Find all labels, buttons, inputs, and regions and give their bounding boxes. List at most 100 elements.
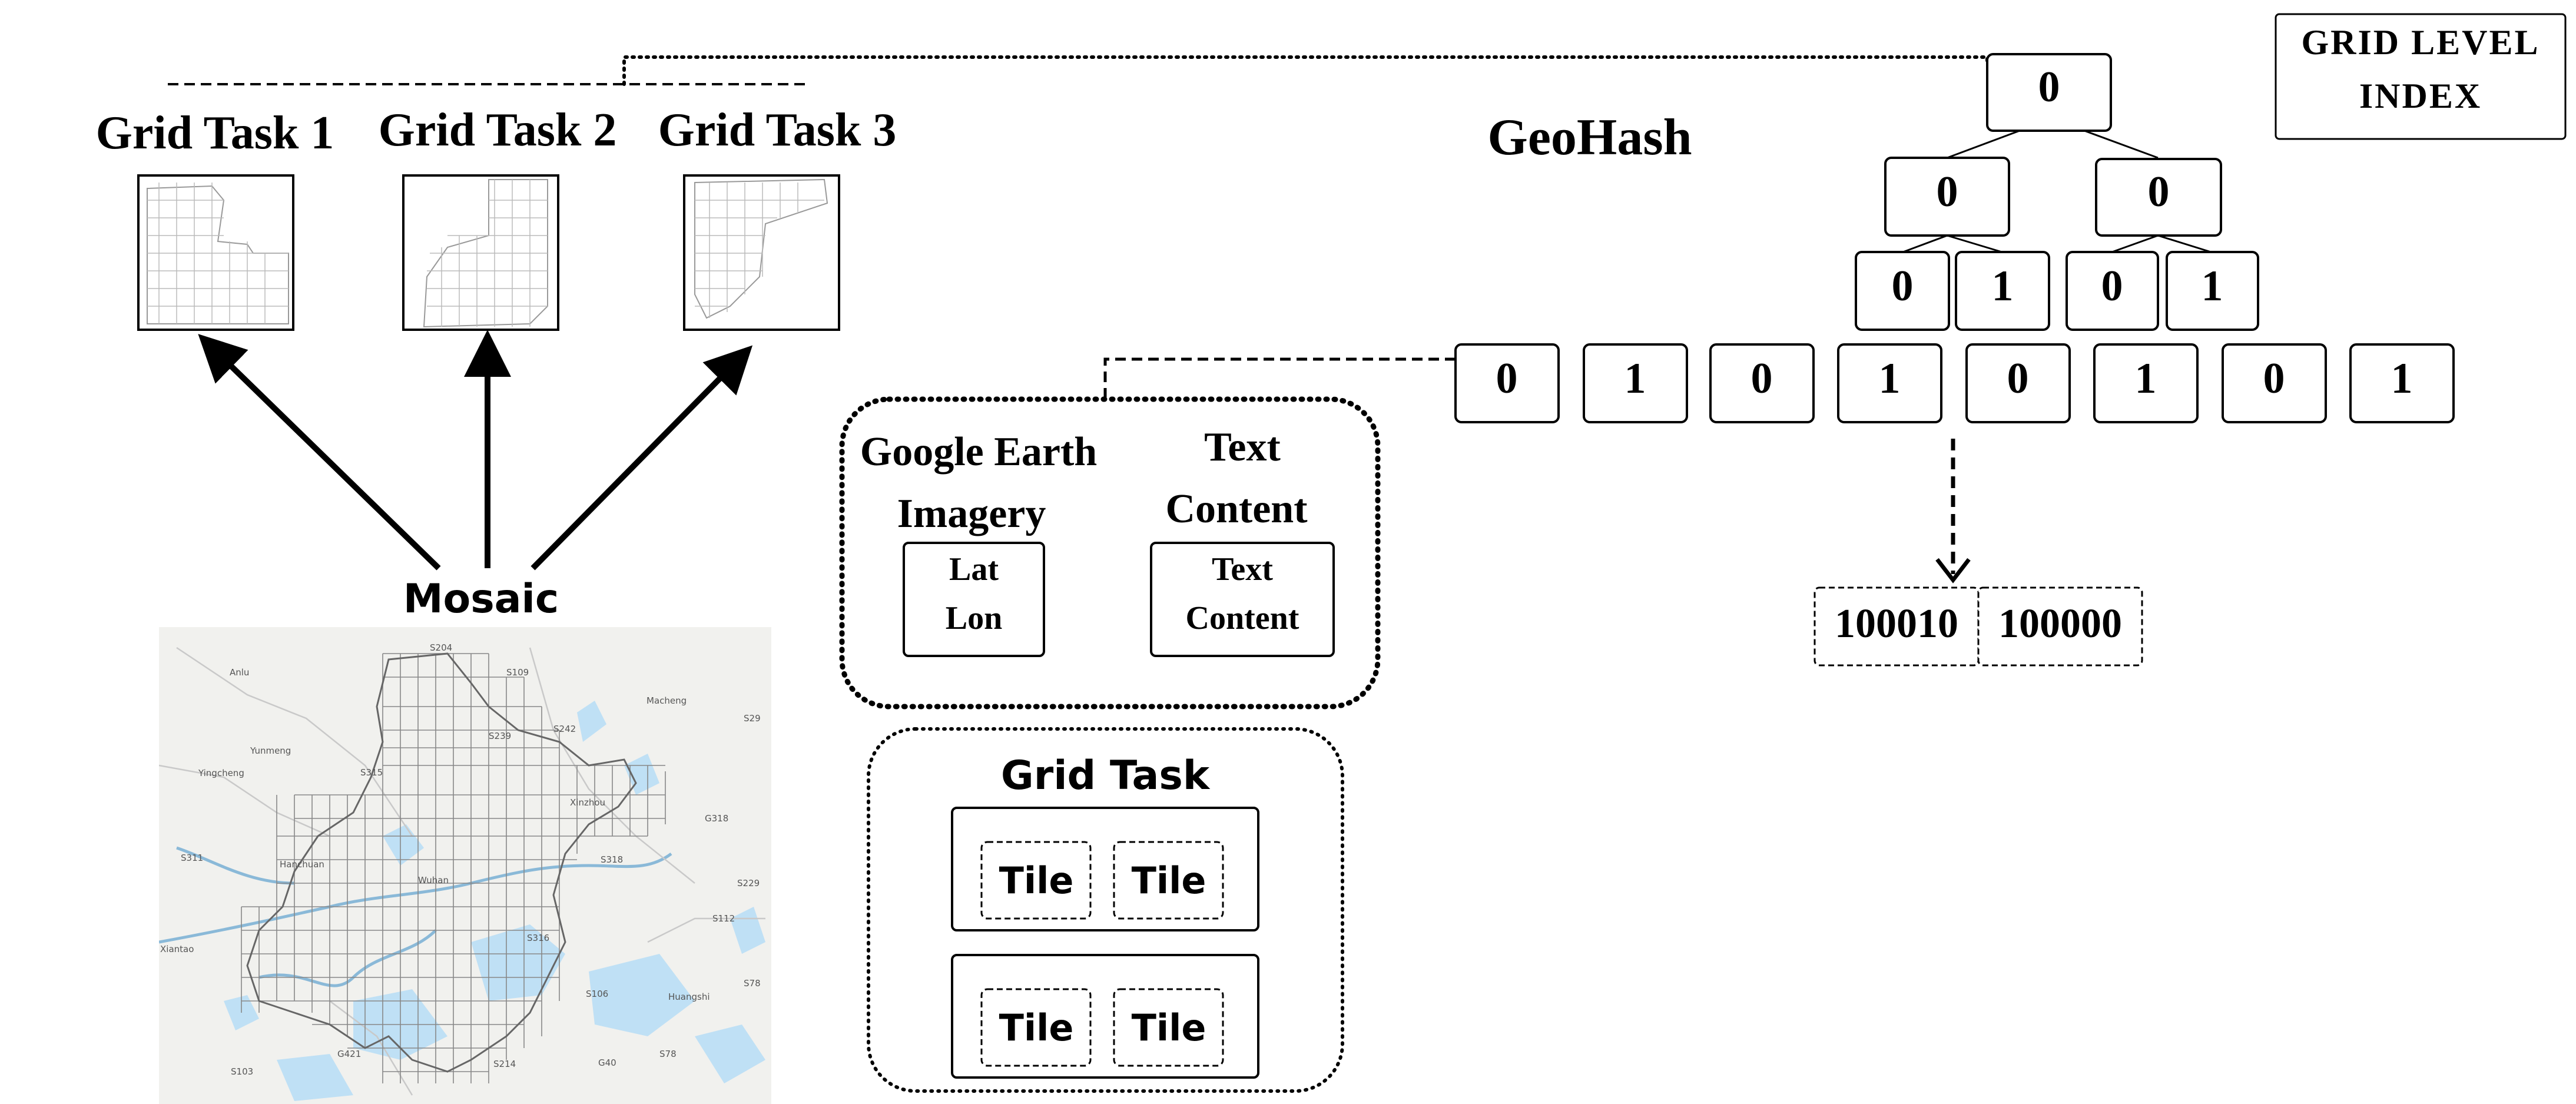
svg-text:1: 1: [2135, 354, 2157, 403]
svg-text:S78: S78: [744, 978, 761, 989]
svg-text:Huangshi: Huangshi: [668, 992, 710, 1002]
svg-text:Tile: Tile: [1132, 1006, 1206, 1049]
grid-level-index-box: GRID LEVEL INDEX: [2275, 13, 2567, 140]
svg-text:Tile: Tile: [1132, 859, 1206, 902]
grid-task-3-thumbnail: [683, 174, 840, 331]
geohash-bit-cell: 1: [1583, 343, 1688, 423]
text-content-inner-line1: Text: [1212, 551, 1273, 588]
svg-text:S318: S318: [601, 854, 623, 865]
grid-task-1-thumbnail: [137, 174, 294, 331]
svg-text:S242: S242: [553, 724, 576, 734]
mosaic-place-labels: Anlu Macheng Yunmeng Yingcheng Xinzhou H…: [160, 642, 761, 1077]
svg-text:Yingcheng: Yingcheng: [198, 768, 244, 778]
tile: Tile: [980, 988, 1092, 1067]
geohash-level2-node: 0: [1855, 251, 1950, 331]
geohash-code-box: 100000: [1977, 586, 2143, 667]
geohash-bit-cell: 1: [2093, 343, 2199, 423]
svg-text:Tile: Tile: [999, 859, 1074, 902]
svg-text:0: 0: [1892, 262, 1914, 310]
geohash-root-node: 0: [1986, 53, 2112, 132]
svg-text:0: 0: [2007, 354, 2029, 403]
svg-text:1: 1: [1879, 354, 1901, 403]
grid-task-2-label: Grid Task 2: [379, 104, 617, 156]
geohash-bit-cell: 0: [1454, 343, 1560, 423]
svg-text:0: 0: [1751, 354, 1773, 403]
geohash-bit-cell: 1: [1837, 343, 1942, 423]
svg-text:Hanchuan: Hanchuan: [280, 859, 324, 870]
mosaic-map: Anlu Macheng Yunmeng Yingcheng Xinzhou H…: [159, 627, 771, 1104]
geohash-level2-node: 0: [2066, 251, 2159, 331]
text-content-title-line1: Text: [1204, 425, 1281, 470]
grid-task-1-label: Grid Task 1: [96, 107, 334, 159]
svg-text:0: 0: [1937, 168, 1958, 216]
svg-text:1: 1: [1624, 354, 1646, 403]
svg-text:S239: S239: [489, 731, 511, 741]
svg-text:Macheng: Macheng: [647, 695, 687, 706]
svg-text:0: 0: [2148, 168, 2170, 216]
text-content-box: Text Content: [1150, 542, 1335, 657]
text-content-inner-line2: Content: [1186, 600, 1299, 636]
grid-task-box: Grid Task Tile Tile Tile Tile: [867, 727, 1344, 1093]
geohash-bit-cell: 1: [2349, 343, 2455, 423]
svg-text:0: 0: [2263, 354, 2285, 403]
bits-to-code-arrowhead: [1935, 558, 1971, 584]
svg-text:S78: S78: [659, 1049, 677, 1059]
grid-task-2-thumbnail: [402, 174, 559, 331]
svg-text:S315: S315: [360, 767, 383, 778]
geohash-level2-node: 1: [1955, 251, 2050, 331]
imagery-title-line2: Imagery: [897, 491, 1046, 536]
geohash-bit-cell: 0: [1965, 343, 2071, 423]
svg-text:100010: 100010: [1835, 601, 1958, 647]
svg-text:G318: G318: [705, 813, 728, 824]
geohash-bit-row: 0 1 0 1 0 1 0 1: [1454, 343, 2455, 423]
svg-text:S103: S103: [231, 1066, 253, 1077]
svg-text:G40: G40: [598, 1057, 616, 1068]
svg-text:S229: S229: [737, 878, 760, 888]
geohash-title: GeoHash: [1487, 109, 1692, 166]
grid-task-3-label: Grid Task 3: [658, 104, 897, 156]
svg-text:Anlu: Anlu: [230, 667, 249, 678]
svg-text:Yunmeng: Yunmeng: [250, 745, 291, 756]
svg-text:S109: S109: [506, 667, 529, 678]
svg-text:S214: S214: [493, 1059, 516, 1069]
lon-label: Lon: [946, 600, 1003, 636]
svg-text:100000: 100000: [1998, 601, 2122, 647]
text-content-title-line2: Content: [1165, 486, 1307, 532]
imagery-title-line1: Google Earth: [860, 429, 1097, 475]
geohash-level2-node: 1: [2166, 251, 2259, 331]
tile: Tile: [980, 841, 1092, 920]
svg-text:S112: S112: [712, 913, 735, 924]
bits-to-info-connector: [1103, 357, 1456, 399]
geohash-connector-dotted: [622, 55, 1989, 86]
lat-lon-box: Lat Lon: [903, 542, 1045, 657]
svg-text:S316: S316: [527, 933, 549, 943]
mosaic-title: Mosaic: [403, 576, 559, 622]
geohash-level1-node: 0: [1884, 157, 2010, 237]
svg-text:Xiantao: Xiantao: [160, 944, 194, 954]
info-box: Google Earth Imagery Text Content Lat Lo…: [839, 396, 1381, 710]
svg-text:S106: S106: [586, 989, 608, 999]
svg-text:1: 1: [2202, 262, 2223, 310]
svg-text:1: 1: [2391, 354, 2413, 403]
lat-label: Lat: [949, 551, 999, 588]
geohash-bit-cell: 0: [2222, 343, 2327, 423]
geohash-tree-edges: [1902, 130, 2212, 253]
tile-row: Tile Tile: [951, 807, 1259, 931]
svg-text:Wuhan: Wuhan: [418, 875, 449, 886]
svg-text:Xinzhou: Xinzhou: [570, 797, 605, 808]
svg-text:S311: S311: [181, 853, 203, 863]
mosaic-grid: [241, 653, 666, 1083]
svg-text:0: 0: [2038, 63, 2060, 111]
svg-text:Tile: Tile: [999, 1006, 1074, 1049]
grid-level-index-line1: GRID LEVEL: [2301, 23, 2539, 62]
svg-text:0: 0: [1496, 354, 1518, 403]
arrow-to-grid-task-1: [198, 334, 441, 571]
geohash-code-box: 100010: [1814, 586, 1980, 667]
tile: Tile: [1113, 988, 1224, 1067]
geohash-level1-node: 0: [2095, 158, 2222, 237]
tile: Tile: [1113, 841, 1224, 920]
geohash-bit-cell: 0: [1709, 343, 1815, 423]
grid-task-box-title: Grid Task: [1001, 752, 1211, 799]
grid-level-index-line2: INDEX: [2359, 77, 2482, 115]
svg-text:S29: S29: [744, 713, 761, 724]
